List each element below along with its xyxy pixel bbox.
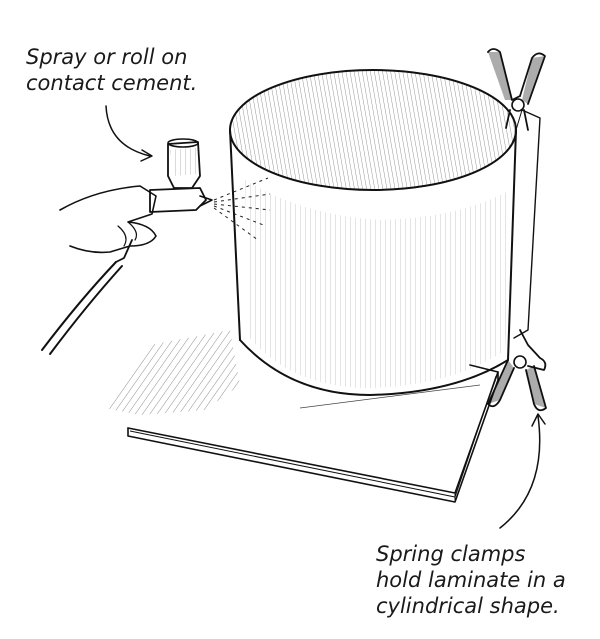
spring-clamp-icon	[487, 329, 547, 412]
spring-clamp-icon	[487, 48, 546, 131]
clamps-annotation-line: hold laminate in a	[376, 568, 566, 592]
curved-arrow-icon	[105, 105, 153, 162]
clamps-annotation-line: cylindrical shape.	[376, 594, 560, 618]
spray-gun-icon	[41, 138, 213, 355]
clamps-annotation: Spring clamps hold laminate in a cylindr…	[376, 541, 566, 619]
spray-annotation: Spray or roll on contact cement.	[26, 44, 197, 96]
spray-mist	[213, 177, 271, 241]
curved-arrow-icon	[499, 413, 546, 529]
spray-annotation-line: contact cement.	[26, 71, 198, 95]
board-shadow	[105, 330, 240, 415]
board	[127, 364, 499, 503]
spray-annotation-line: Spray or roll on	[26, 45, 188, 69]
laminate-cylinder	[229, 69, 541, 396]
clamps-annotation-line: Spring clamps	[376, 542, 526, 566]
